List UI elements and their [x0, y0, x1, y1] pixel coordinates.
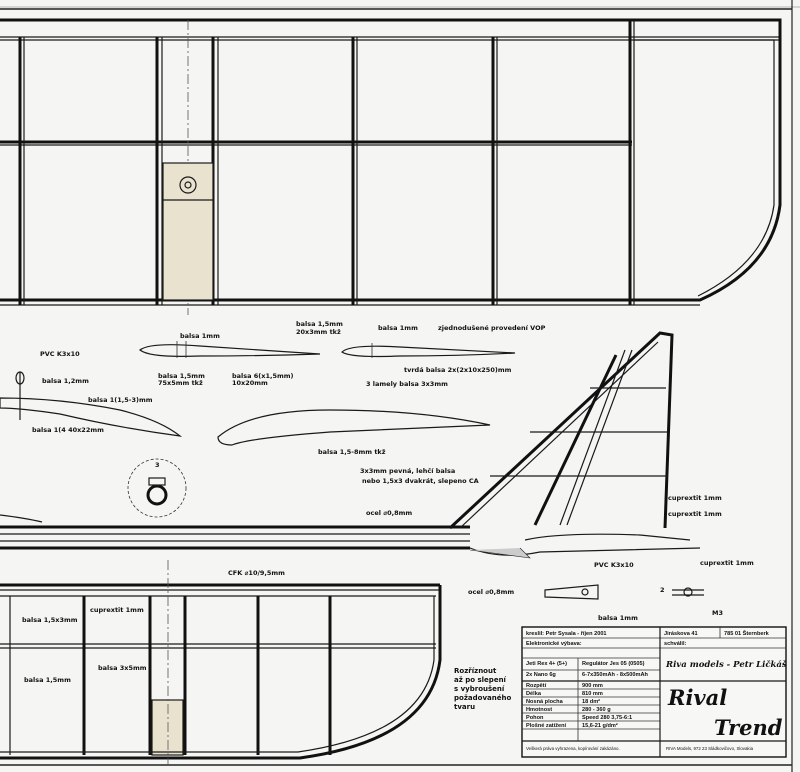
- spec-value: 18 dm²: [582, 698, 600, 705]
- label-balsa-1mm-c: balsa 1mm: [598, 614, 638, 622]
- tb-motor2-a: 2x Nano 6g: [526, 672, 556, 678]
- label-balsa-1mm-a: balsa 1mm: [180, 332, 220, 340]
- label-note-balsa-1: 3x3mm pevná, lehčí balsa: [360, 467, 455, 475]
- label-note-split-2: až po slepení: [454, 676, 507, 684]
- label-dim-3: 3: [155, 461, 160, 469]
- tb-drew: kreslil: Petr Sysala - říjen 2001: [526, 631, 607, 637]
- label-note-split-1: Rozříznout: [454, 667, 497, 675]
- label-simplified-vop: zjednodušené provedení VOP: [438, 324, 546, 332]
- spec-value: Speed 280 3,75-6:1: [582, 715, 632, 721]
- tb-firm: Riva models - Petr Ličkáš: [665, 659, 787, 670]
- label-balsa-15-left: balsa 1,5mm: [158, 372, 205, 380]
- spec-key: Délka: [526, 691, 542, 697]
- tb-model-1: Rival: [667, 685, 727, 710]
- tb-motor2-b: 6-7x350mAh - 8x500mAh: [582, 672, 648, 678]
- label-balsa-15-left2: 75x5mm tkž: [158, 379, 203, 387]
- label-balsa-158: balsa 1,5-8mm tkž: [318, 448, 386, 456]
- spec-key: Nosná plocha: [526, 699, 564, 705]
- tb-street: Jiráskova 41: [664, 631, 698, 637]
- tb-checked: schválil:: [664, 641, 687, 647]
- label-cuprextit-3: cuprextit 1mm: [700, 559, 754, 567]
- tb-motor1-b: Regulátor Jes 05 (0505): [582, 661, 645, 667]
- label-cuprextit-2: cuprextit 1mm: [668, 510, 722, 518]
- label-note-split-5: tvaru: [454, 703, 475, 711]
- label-cuprextit-4: cuprextit 1mm: [90, 606, 144, 614]
- label-note-split-3: s vybroušení: [454, 685, 505, 693]
- label-balsa-6: balsa 6(x1,5mm): [232, 372, 294, 380]
- spec-key: Rozpětí: [526, 683, 547, 689]
- spec-value: 900 mm: [582, 683, 603, 689]
- label-m3: M3: [712, 609, 723, 617]
- label-balsa-1mm-b: balsa 1mm: [378, 324, 418, 332]
- label-hard-balsa: tvrdá balsa 2x(2x10x250)mm: [404, 366, 512, 374]
- label-balsa-15-top2: 20x3mm tkž: [296, 328, 341, 336]
- spec-table: Rozpětí 900 mm Délka 810 mm Nosná plocha 18 d…: [526, 683, 632, 729]
- label-balsa-6b: 10x20mm: [232, 379, 268, 387]
- label-balsa-3x5: balsa 3x5mm: [98, 664, 147, 672]
- label-cfk: CFK ⌀10/9,5mm: [228, 569, 285, 577]
- label-three-layers: 3 lamely balsa 3x3mm: [366, 380, 448, 388]
- tb-model-2: Trend: [714, 715, 783, 740]
- label-steel-1: ocel ⌀0,8mm: [366, 509, 412, 517]
- label-balsa-14: balsa 1(4 40x22mm: [32, 426, 104, 434]
- label-cuprextit-1: cuprextit 1mm: [668, 494, 722, 502]
- label-balsa-12: balsa 1,2mm: [42, 377, 89, 385]
- tb-footer-left: Veškerá práva vyhrazena, kopírování zaká…: [526, 746, 620, 751]
- wing-plan-view: [0, 18, 782, 315]
- title-block: kreslil: Petr Sysala - říjen 2001 Jirásk…: [521, 626, 787, 758]
- spec-value: 15,6-21 g/dm²: [582, 722, 618, 729]
- tb-footer-right: RIVA Models, 972 23 Sládkovičovo, Slovak…: [666, 746, 754, 751]
- hardware-details: [544, 584, 704, 600]
- label-pvc-bottom: PVC K3x10: [594, 561, 634, 569]
- label-note-split-4: požadovaného: [454, 694, 511, 702]
- label-balsa-15x3: balsa 1,5x3mm: [22, 616, 78, 624]
- fuselage-side-view: [0, 331, 701, 559]
- label-balsa-15-bottom: balsa 1,5mm: [24, 676, 71, 684]
- tb-motor1-a: Jeti Rex 4+ (5+): [526, 661, 567, 667]
- annotation-labels: PVC K3x10 balsa 1mm balsa 1,5mm 20x3mm t…: [22, 320, 754, 711]
- label-dim-2: 2: [660, 586, 665, 594]
- spec-value: 280 - 360 g: [582, 707, 611, 713]
- fuselage-plan-view: [0, 560, 442, 765]
- tb-electronics: Elektronické výbava:: [526, 641, 582, 647]
- spec-value: 810 mm: [582, 691, 603, 697]
- label-balsa-115: balsa 1(1,5-3)mm: [88, 396, 153, 404]
- airfoil-sections: [0, 341, 516, 518]
- label-pvc-top: PVC K3x10: [40, 350, 80, 358]
- spec-key: Plošné zatížení: [526, 723, 567, 729]
- label-note-balsa-2: nebo 1,5x3 dvakrát, slepeno CA: [362, 477, 479, 485]
- tb-zip: 785 01 Šternberk: [724, 629, 770, 637]
- spec-key: Pohon: [526, 715, 544, 721]
- label-steel-2: ocel ⌀0,8mm: [468, 588, 514, 596]
- spec-key: Hmotnost: [526, 707, 552, 713]
- label-balsa-15-top: balsa 1,5mm: [296, 320, 343, 328]
